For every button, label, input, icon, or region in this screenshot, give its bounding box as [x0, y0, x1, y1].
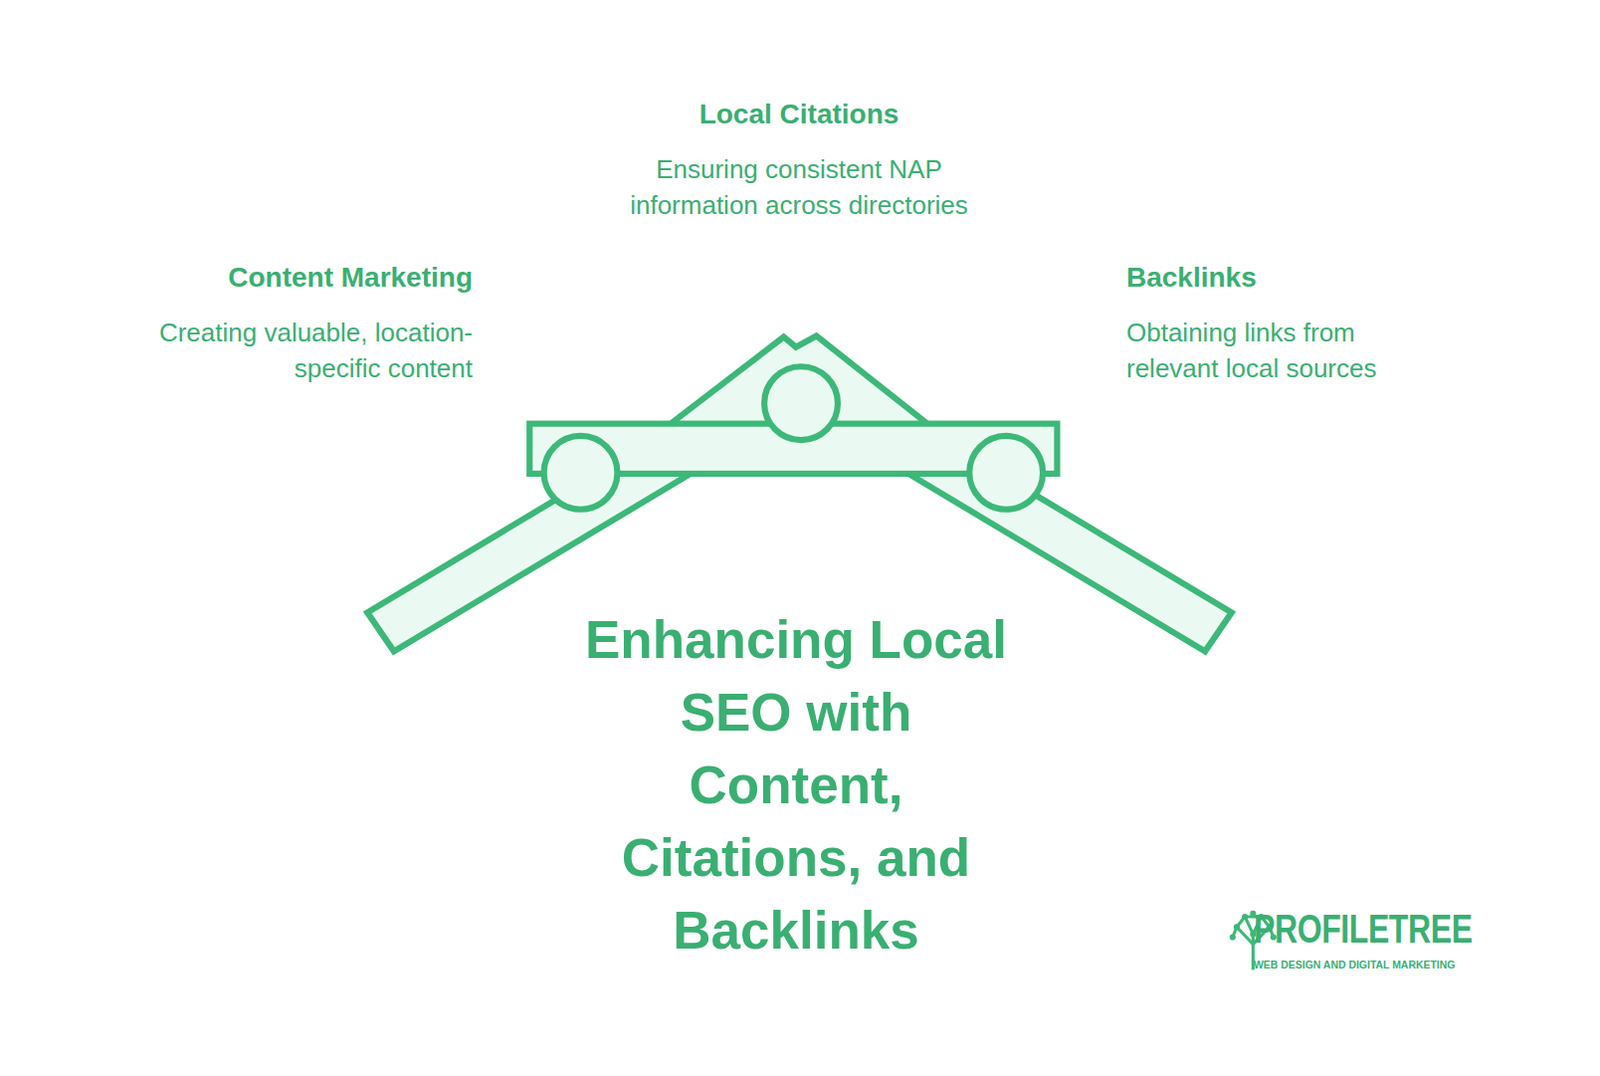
block-description: Obtaining links from relevant local sour…	[1126, 314, 1445, 387]
left-joint	[544, 435, 618, 510]
block-heading: Local Citations	[629, 97, 969, 132]
feature-block: BacklinksObtaining links from relevant l…	[1126, 260, 1445, 387]
top-joint	[764, 366, 838, 440]
logo-tagline: WEB DESIGN AND DIGITAL MARKETING	[1253, 958, 1455, 972]
feature-block: Local CitationsEnsuring consistent NAP i…	[629, 97, 969, 223]
feature-block: Content MarketingCreating valuable, loca…	[109, 260, 473, 387]
right-joint	[969, 435, 1043, 510]
diagram-title: Enhancing Local SEO with Content, Citati…	[567, 602, 1025, 967]
block-heading: Backlinks	[1126, 260, 1445, 295]
block-description: Ensuring consistent NAP information acro…	[629, 151, 969, 223]
block-description: Creating valuable, location-specific con…	[109, 314, 473, 387]
block-heading: Content Marketing	[109, 260, 473, 295]
logo-wordmark: PROFILETREE	[1253, 907, 1473, 951]
